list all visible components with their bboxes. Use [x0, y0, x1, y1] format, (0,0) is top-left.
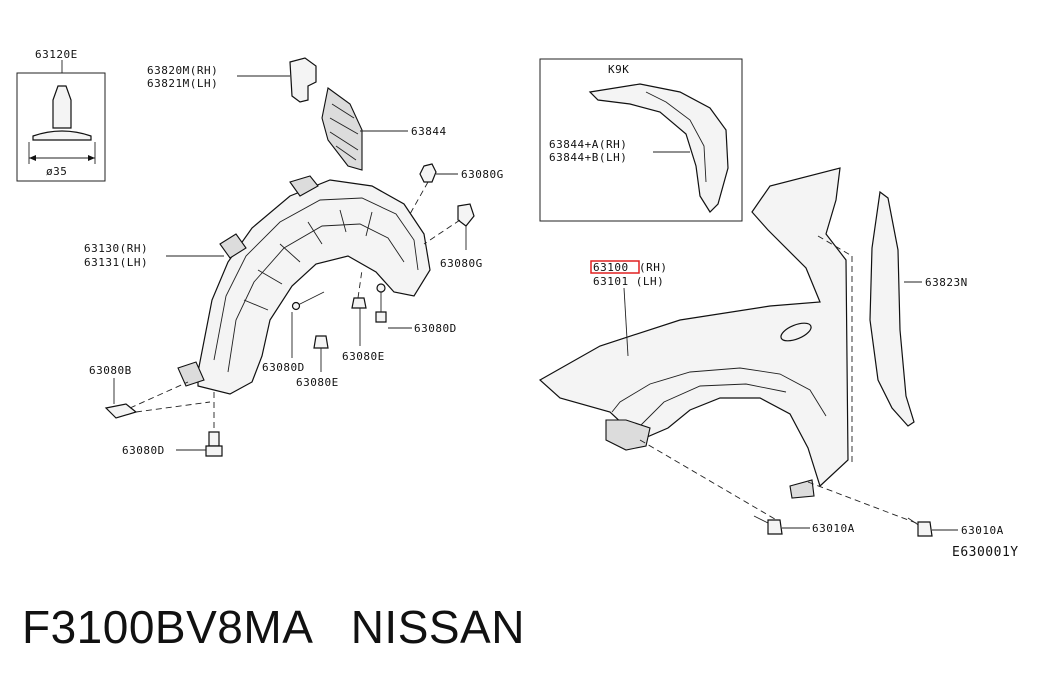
label-63080D-center: 63080D [262, 361, 305, 374]
highlight-63100 [590, 260, 640, 274]
label-63120E: 63120E [35, 48, 78, 61]
fender-protector-icon [197, 179, 431, 395]
label-63844: 63844 [411, 125, 447, 138]
side-marker-hole [780, 322, 812, 342]
label-63010A-1: 63010A [812, 522, 855, 535]
front-fender-part: 63100 (RH) 63101 (LH) [538, 167, 925, 527]
screw-icon [208, 431, 220, 447]
label-63080D-1: 63080D [414, 322, 457, 335]
label-63101: 63101 (LH) [593, 275, 664, 288]
k9k-pad-icon [588, 83, 729, 213]
fastener-63080D-right: 63080D [375, 283, 457, 335]
k9k-inset: K9K 63844+A(RH) 63844+B(LH) [539, 58, 743, 222]
bolt-icon [917, 521, 933, 537]
label-63844B: 63844+B(LH) [549, 151, 627, 164]
label-63080B: 63080B [89, 364, 132, 377]
bolt-63010A-right: 63010A [907, 517, 1004, 537]
parts-diagram: 63120E ø35 63820M(RH) 63821M(LH) 63844 6… [16, 48, 1019, 560]
diagram-code: E630001Y [952, 545, 1019, 560]
screw-icon [291, 301, 301, 311]
footer-caption: F3100BV8MA NISSAN [22, 600, 525, 654]
seal-part: 63823N [869, 190, 968, 427]
bolt-63010A-left: 63010A [753, 515, 855, 535]
clip-detail: 63120E ø35 [16, 48, 106, 182]
label-63080E-1: 63080E [342, 350, 385, 363]
label-63100-side: (RH) [639, 261, 668, 274]
fender-icon [538, 167, 849, 488]
label-63010A-2: 63010A [961, 524, 1004, 537]
brand-name: NISSAN [350, 601, 525, 653]
label-63130: 63130(RH) [84, 242, 148, 255]
label-63823N: 63823N [925, 276, 968, 289]
nut-icon [351, 297, 367, 309]
bolt-icon [767, 519, 783, 535]
fastener-63080G-top: 63080G [409, 163, 504, 215]
pad-part: 63844 [321, 87, 447, 171]
label-63080G-1: 63080G [461, 168, 504, 181]
label-63844A: 63844+A(RH) [549, 138, 627, 151]
label-63080D-bottom: 63080D [122, 444, 165, 457]
label-63821M: 63821M(LH) [147, 77, 218, 90]
screw-icon [419, 163, 437, 183]
nut-icon [313, 335, 329, 349]
bracket-icon [289, 57, 317, 103]
fastener-63080D-bottom: 63080D [122, 392, 223, 457]
label-K9K: K9K [608, 63, 629, 76]
clip-icon [457, 203, 475, 227]
label-63100: 63100 [593, 261, 629, 274]
nut-icon [104, 403, 138, 419]
fastener-63080E-center: 63080E [296, 335, 339, 389]
fastener-63080B: 63080B [89, 364, 211, 419]
label-63820M: 63820M(RH) [147, 64, 218, 77]
clip-icon [52, 85, 72, 129]
label-63080E-2: 63080E [296, 376, 339, 389]
fastener-63080E-right: 63080E [342, 269, 385, 363]
label-clip-dimension: ø35 [46, 165, 67, 178]
part-number: F3100BV8MA [22, 601, 311, 653]
fastener-63080D-center: 63080D [262, 291, 325, 374]
label-63080G-2: 63080G [440, 257, 483, 270]
fastener-63080G-mid: 63080G [423, 203, 483, 270]
pad-icon [321, 87, 363, 171]
fender-protector-part: 63130(RH) 63131(LH) [84, 175, 431, 395]
screw-icon [376, 283, 386, 293]
seal-icon [869, 190, 915, 427]
bracket-part: 63820M(RH) 63821M(LH) [147, 57, 317, 103]
label-63131: 63131(LH) [84, 256, 148, 269]
